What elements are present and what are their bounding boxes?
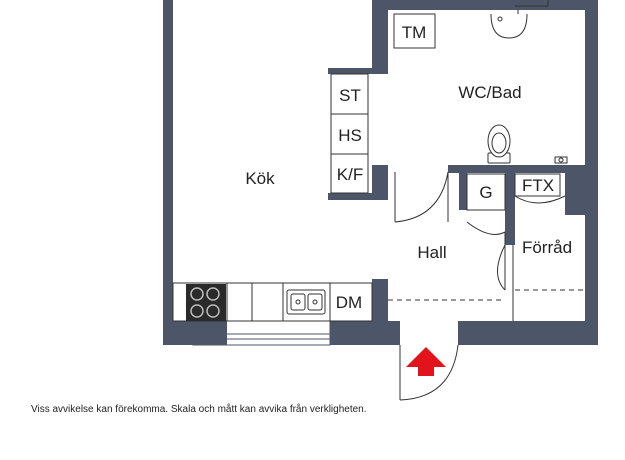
washbasin-icon xyxy=(490,0,549,39)
kitchen-counter xyxy=(172,282,373,322)
washing-machine-box xyxy=(393,13,436,49)
room-label-storage: Förråd xyxy=(522,238,572,257)
window xyxy=(192,320,331,346)
entrance-door xyxy=(399,344,459,401)
closet-block xyxy=(330,73,369,194)
valve-icon xyxy=(554,156,568,164)
toilet-icon xyxy=(487,124,511,164)
fixture-label-wardrobe: ST xyxy=(339,86,361,105)
disclaimer-text: Viss avvikelse kan förekomma. Skala och … xyxy=(31,404,367,415)
stove-icon xyxy=(186,284,226,321)
fixture-label-ventilation: FTX xyxy=(522,176,554,195)
fixture-label-linen-cabinet: HS xyxy=(338,126,362,145)
entrance-arrow-icon xyxy=(406,347,446,376)
fixture-label-dishwasher: DM xyxy=(336,293,362,312)
room-label-bathroom: WC/Bad xyxy=(458,83,521,102)
fixture-label-fridge-freezer: K/F xyxy=(337,165,363,184)
room-label-kitchen: Kök xyxy=(245,169,275,188)
walls xyxy=(163,0,598,345)
doors xyxy=(394,171,506,291)
fixture-label-washing-machine: TM xyxy=(402,23,427,42)
room-label-hall: Hall xyxy=(417,243,446,262)
fixture-label-hall-wardrobe: G xyxy=(479,183,492,202)
sink-icon xyxy=(286,289,326,315)
storage-door-arc xyxy=(514,195,566,204)
hall-wardrobe-box xyxy=(466,173,506,211)
ventilation-unit-box xyxy=(514,173,561,197)
